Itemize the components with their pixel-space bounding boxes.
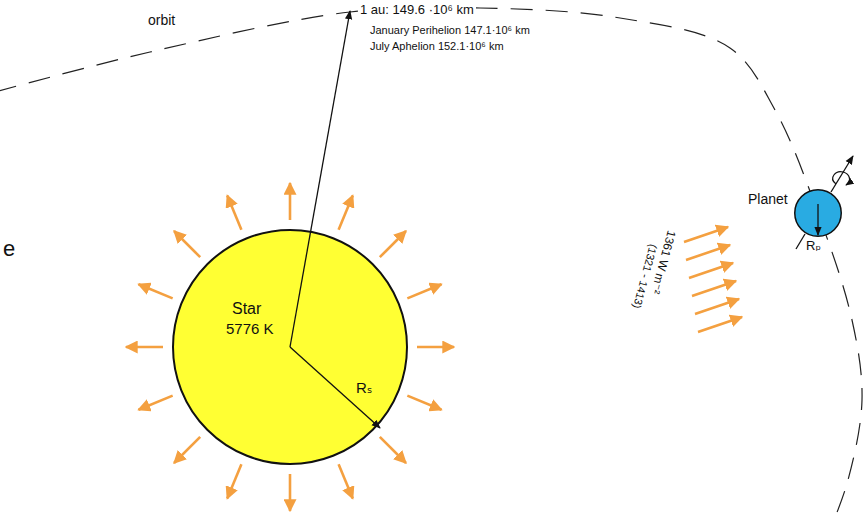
planet-name: Planet xyxy=(748,191,788,207)
star-radius-arrow xyxy=(290,347,380,428)
planet-circle: PlanetRₚ xyxy=(794,189,842,237)
star-ray xyxy=(138,284,172,298)
star-name: Star xyxy=(232,300,261,318)
irradiance-arrow xyxy=(692,281,736,296)
irradiance-arrow xyxy=(695,299,739,314)
cut-off-letter: e xyxy=(3,236,15,261)
irradiance-arrow xyxy=(684,227,728,242)
circle-outline xyxy=(794,189,842,237)
rotation-curl xyxy=(833,172,850,185)
star-ray xyxy=(417,346,454,349)
circle-shape xyxy=(795,190,842,237)
circle-outline xyxy=(172,229,408,465)
star-ray xyxy=(138,396,172,410)
rotation-axis-lower xyxy=(796,234,805,249)
star-ray xyxy=(380,437,406,463)
irradiance-arrow xyxy=(689,263,733,278)
star-ray xyxy=(339,464,353,498)
rotation-axis xyxy=(831,156,853,192)
irradiance-arrow xyxy=(686,245,730,260)
star-ray xyxy=(227,195,241,229)
star-ray xyxy=(227,464,241,498)
circle-shape xyxy=(173,230,407,464)
star-ray xyxy=(174,231,200,257)
star-circle: Star 5776 K Rₛ xyxy=(172,229,408,465)
perihelion-label: January Perihelion 147.1·10⁶ km xyxy=(370,24,530,37)
star-ray xyxy=(407,284,441,298)
au-arrow xyxy=(290,11,350,347)
orbit-label: orbit xyxy=(148,12,175,28)
star-ray xyxy=(126,346,163,349)
radius-label: Rₛ xyxy=(356,379,372,396)
star-ray xyxy=(289,183,292,220)
orbit-dashes xyxy=(0,7,862,518)
irradiance-arrows xyxy=(684,227,742,332)
distance-label: 1 au: 149.6 ·10⁶ km xyxy=(358,3,476,18)
star-rays xyxy=(126,183,454,511)
star-ray xyxy=(289,474,292,511)
radius-label: Rₚ xyxy=(806,239,821,254)
orbit-path xyxy=(0,7,862,518)
planet-radius-arrow xyxy=(817,204,818,235)
star-ray xyxy=(380,231,406,257)
star-ray xyxy=(407,396,441,410)
star-ray xyxy=(339,195,353,229)
star-temperature: 5776 K xyxy=(226,320,274,337)
star-ray xyxy=(174,437,200,463)
aphelion-label: July Aphelion 152.1·10⁶ km xyxy=(370,40,504,53)
irradiance-arrow xyxy=(698,317,742,332)
